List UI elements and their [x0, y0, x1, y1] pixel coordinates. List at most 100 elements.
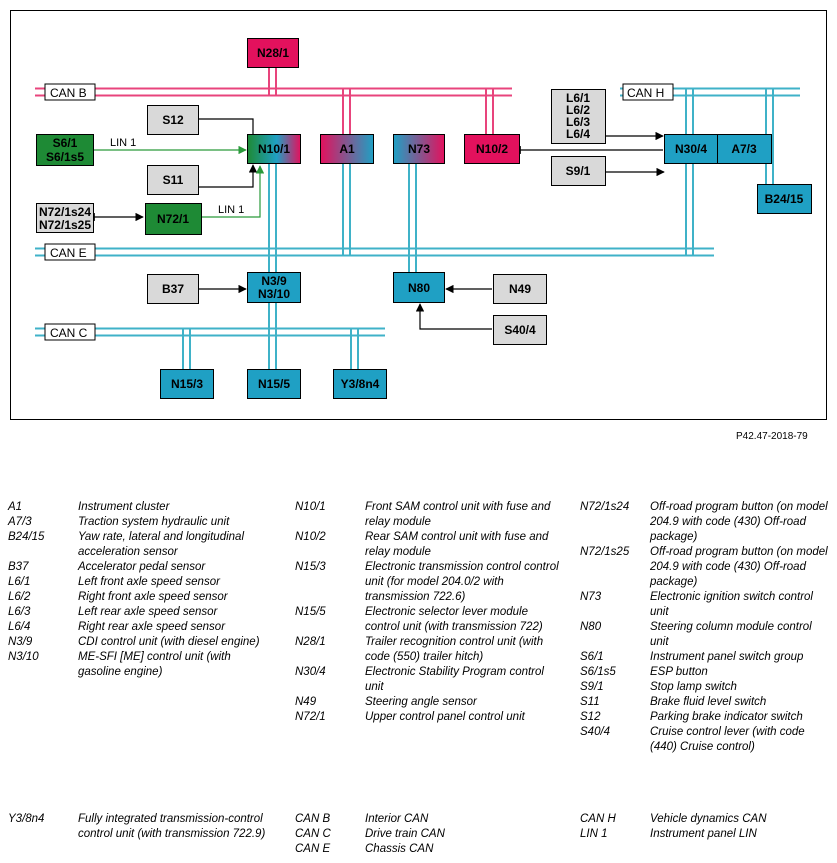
box-n28-1[interactable]: N28/1 — [247, 38, 299, 68]
legend-description: Instrument panel LIN — [650, 828, 757, 840]
legend-code: S12 — [580, 711, 601, 723]
legend-code: B37 — [8, 561, 29, 573]
svg-text:B37: B37 — [162, 282, 184, 296]
legend-description: Left rear axle speed sensor — [78, 606, 218, 618]
box-l6[interactable]: L6/1 L6/2 L6/3 L6/4 — [551, 89, 606, 144]
box-n10-2[interactable]: N10/2 — [464, 134, 520, 164]
box-b37[interactable]: B37 — [147, 274, 199, 304]
box-a7-3[interactable]: A7/3 — [717, 134, 772, 164]
legend-code: N28/1 — [295, 636, 326, 648]
box-n15-3[interactable]: N15/3 — [160, 369, 214, 399]
legend-description: Steering column module control unit — [650, 621, 812, 648]
legend-code: N15/5 — [295, 606, 326, 618]
legend-entry: N10/2 Rear SAM control unit with fuse and… — [295, 530, 565, 560]
legend-description: Fully integrated transmission-control co… — [78, 813, 266, 840]
signal-wires — [86, 118, 665, 330]
legend-description: Right front axle speed sensor — [78, 591, 228, 603]
legend-code: CAN B — [295, 813, 331, 825]
figure-reference: P42.47-2018-79 — [736, 431, 808, 442]
legend-description: Upper control panel control unit — [365, 711, 525, 723]
legend-description: Yaw rate, lateral and longitudinal accel… — [78, 531, 245, 558]
svg-text:A1: A1 — [339, 142, 355, 156]
box-n72-1s[interactable]: N72/1s24 N72/1s25 — [36, 203, 94, 233]
box-n30-4[interactable]: N30/4 — [664, 134, 718, 164]
legend-entry: S9/1 Stop lamp switch — [580, 680, 830, 695]
legend-entry: N3/10 ME-SFI [ME] control unit (with gaso… — [8, 650, 268, 680]
box-s12[interactable]: S12 — [147, 105, 199, 135]
legend-code: A1 — [8, 501, 23, 513]
legend-description: Off-road program button (on model 204.9 … — [650, 501, 828, 543]
legend-description: Drive train CAN — [365, 828, 445, 840]
svg-text:N3/10: N3/10 — [258, 287, 290, 301]
diagram-frame — [10, 10, 827, 420]
box-s6-1[interactable]: S6/1 S6/1s5 — [36, 134, 94, 166]
legend-code: N30/4 — [295, 666, 326, 678]
box-n10-1[interactable]: N10/1 — [247, 134, 301, 164]
legend-description: ME-SFI [ME] control unit (with gasoline … — [78, 651, 231, 678]
legend-code: CAN C — [295, 828, 331, 840]
legend-code: N3/9 — [8, 636, 33, 648]
svg-text:N10/1: N10/1 — [258, 142, 290, 156]
legend-description: Rear SAM control unit with fuse and rela… — [365, 531, 549, 558]
svg-text:S12: S12 — [162, 113, 184, 127]
legend-code: Y3/8n4 — [8, 813, 45, 825]
legend-description: Traction system hydraulic unit — [78, 516, 230, 528]
legend-description: Steering angle sensor — [365, 696, 477, 708]
box-s9-1[interactable]: S9/1 — [551, 156, 606, 186]
legend-description: Interior CAN — [365, 813, 429, 825]
svg-text:L6/4: L6/4 — [566, 127, 590, 141]
bus-labels: CAN B CAN H CAN E CAN C LIN 1 LIN 1 — [44, 83, 674, 341]
legend-code: N10/2 — [295, 531, 326, 543]
legend-code: B24/15 — [8, 531, 45, 543]
legend-code: N15/3 — [295, 561, 326, 573]
svg-text:N72/1s25: N72/1s25 — [39, 218, 91, 232]
can-b-label: CAN B — [50, 86, 87, 100]
legend-description: Cruise control lever (with code (440) Cr… — [650, 726, 805, 753]
legend-description: Right rear axle speed sensor — [78, 621, 226, 633]
legend-description: Stop lamp switch — [650, 681, 737, 693]
box-b24-15[interactable]: B24/15 — [757, 184, 812, 214]
svg-text:N3/9: N3/9 — [261, 274, 287, 288]
legend-description: Electronic transmission control control … — [365, 561, 559, 603]
svg-text:L6/3: L6/3 — [566, 115, 590, 129]
svg-text:N30/4: N30/4 — [675, 142, 707, 156]
box-n49[interactable]: N49 — [493, 274, 547, 304]
legend-description: Vehicle dynamics CAN — [650, 813, 767, 825]
legend-code: N73 — [580, 591, 602, 603]
legend-code: S9/1 — [580, 681, 604, 693]
legend-description: Left front axle speed sensor — [78, 576, 220, 588]
svg-text:N15/5: N15/5 — [258, 377, 290, 391]
box-a1[interactable]: A1 — [320, 134, 374, 164]
legend-description: Electronic selector lever module control… — [365, 606, 543, 633]
box-n15-5[interactable]: N15/5 — [247, 369, 301, 399]
legend-description: Accelerator pedal sensor — [78, 561, 206, 573]
box-n72-1[interactable]: N72/1 — [145, 203, 202, 235]
box-n73[interactable]: N73 — [393, 134, 445, 164]
box-n3-9[interactable]: N3/9 N3/10 — [247, 272, 301, 303]
box-s11[interactable]: S11 — [147, 165, 199, 195]
box-y3-8n4[interactable]: Y3/8n4 — [333, 369, 387, 399]
can-h-label: CAN H — [627, 86, 664, 100]
svg-text:S6/1s5: S6/1s5 — [46, 150, 84, 164]
box-n80[interactable]: N80 — [393, 272, 445, 303]
svg-text:N72/1s24: N72/1s24 — [39, 205, 91, 219]
legend-entry: N15/5 Electronic selector lever module co… — [295, 605, 565, 635]
box-s40-4[interactable]: S40/4 — [493, 315, 547, 345]
svg-text:N10/2: N10/2 — [476, 142, 508, 156]
svg-text:L6/1: L6/1 — [566, 91, 590, 105]
legend-code: N3/10 — [8, 651, 39, 663]
legend-code: S6/1 — [580, 651, 604, 663]
legend-code: N49 — [295, 696, 317, 708]
legend-code: S6/1s5 — [580, 666, 616, 678]
